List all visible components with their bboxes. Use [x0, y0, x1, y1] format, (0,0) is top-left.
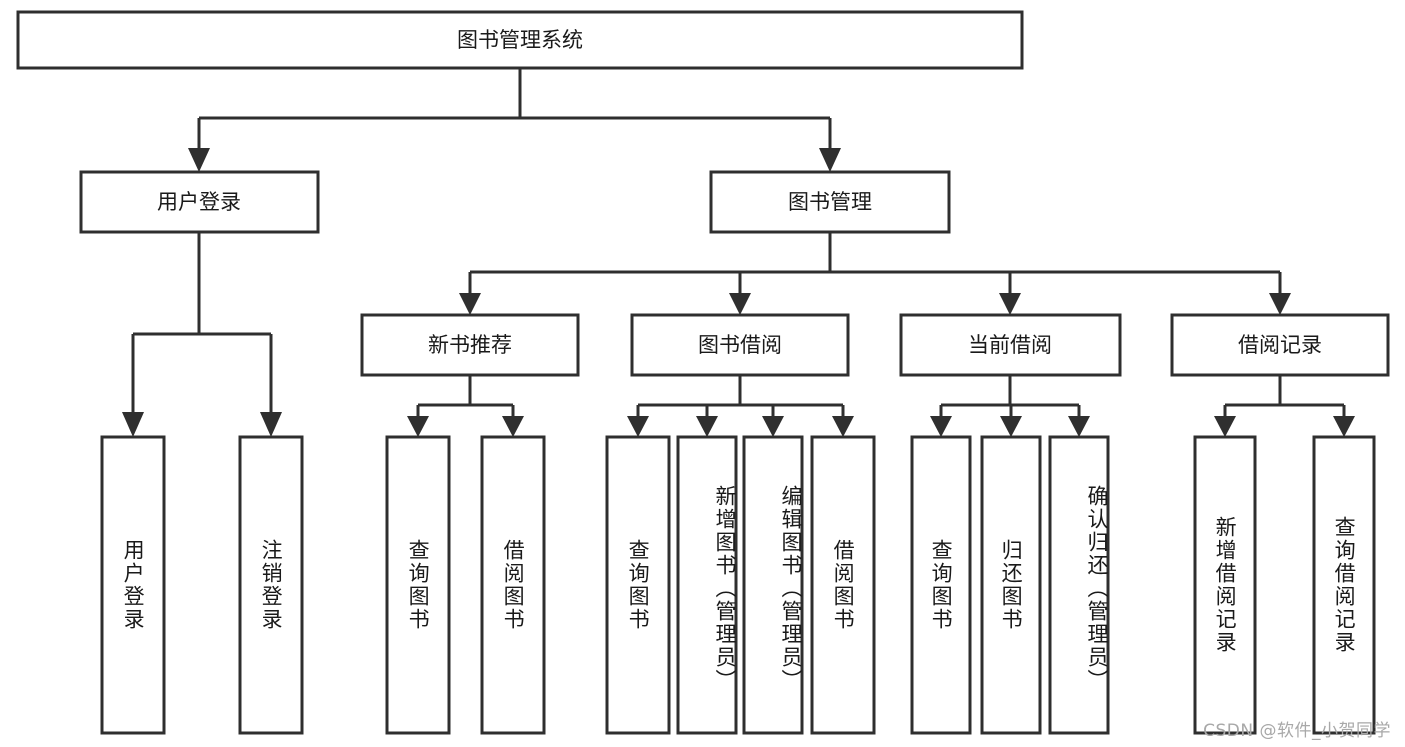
arrowhead-book-manage [819, 148, 841, 172]
node-layer: 图书管理系统 用户登录 图书管理 新书推荐 图书借阅 当前借阅 借阅记录 [16, 10, 1390, 735]
arrowhead-newbook-leaf-1 [407, 416, 429, 437]
arrowhead-currentborrow-leaf-1 [930, 416, 952, 437]
arrowhead-leaf-user-login [122, 412, 144, 437]
node-borrow-record-label: 借阅记录 [1238, 333, 1322, 357]
node-current-borrow-box[interactable] [899, 313, 1122, 377]
arrowhead-bookborrow-leaf-2 [696, 416, 718, 437]
leaf-box-return-book[interactable] [980, 435, 1042, 735]
node-new-book-recommend-label: 新书推荐 [428, 333, 512, 357]
leaf-box-query-book-new[interactable] [385, 435, 451, 735]
arrowhead-newbook-leaf-2 [502, 416, 524, 437]
arrowhead-borrow-record [1269, 293, 1291, 315]
arrowhead-leaf-logout [260, 412, 282, 437]
node-book-borrow-box[interactable] [630, 313, 850, 377]
node-borrow-record-box[interactable] [1170, 313, 1390, 377]
leaf-box-add-borrow-record[interactable] [1193, 435, 1257, 735]
leaf-box-borrow-book-new[interactable] [480, 435, 546, 735]
arrowhead-bookborrow-leaf-1 [627, 416, 649, 437]
csdn-watermark: CSDN @软件_小贺同学 [1203, 721, 1391, 741]
arrowhead-currentborrow-leaf-2 [1000, 416, 1022, 437]
arrowhead-borrowrecord-leaf-2 [1333, 416, 1355, 437]
leaf-box-query-book-current[interactable] [910, 435, 972, 735]
leaf-box-user-login[interactable] [100, 435, 166, 735]
leaf-box-query-book-borrow[interactable] [605, 435, 671, 735]
node-user-login-box[interactable] [79, 170, 320, 234]
arrowhead-bookborrow-leaf-3 [762, 416, 784, 437]
arrowhead-bookborrow-leaf-4 [832, 416, 854, 437]
arrowhead-current-borrow [999, 293, 1021, 315]
node-book-borrow-label: 图书借阅 [698, 333, 782, 357]
node-root-box[interactable] [16, 10, 1024, 70]
node-book-manage-box[interactable] [709, 170, 951, 234]
arrowhead-currentborrow-leaf-3 [1068, 416, 1090, 437]
leaf-box-query-borrow-record[interactable] [1312, 435, 1376, 735]
leaf-box-confirm-return-admin[interactable] [1048, 435, 1110, 735]
node-root-label: 图书管理系统 [457, 28, 583, 52]
arrowhead-user-login [188, 148, 210, 172]
arrowhead-book-borrow [729, 293, 751, 315]
leaf-box-add-book-admin[interactable] [676, 435, 738, 735]
node-current-borrow-label: 当前借阅 [968, 333, 1052, 357]
node-book-manage-label: 图书管理 [788, 190, 872, 214]
arrowhead-new-book-rec [459, 293, 481, 315]
leaf-box-edit-book-admin[interactable] [742, 435, 804, 735]
arrowhead-borrowrecord-leaf-1 [1214, 416, 1236, 437]
node-new-book-recommend-box[interactable] [360, 313, 580, 377]
connector-layer [122, 68, 1355, 437]
leaf-box-logout[interactable] [238, 435, 304, 735]
leaf-box-borrow-book[interactable] [810, 435, 876, 735]
node-user-login-label: 用户登录 [157, 190, 241, 214]
